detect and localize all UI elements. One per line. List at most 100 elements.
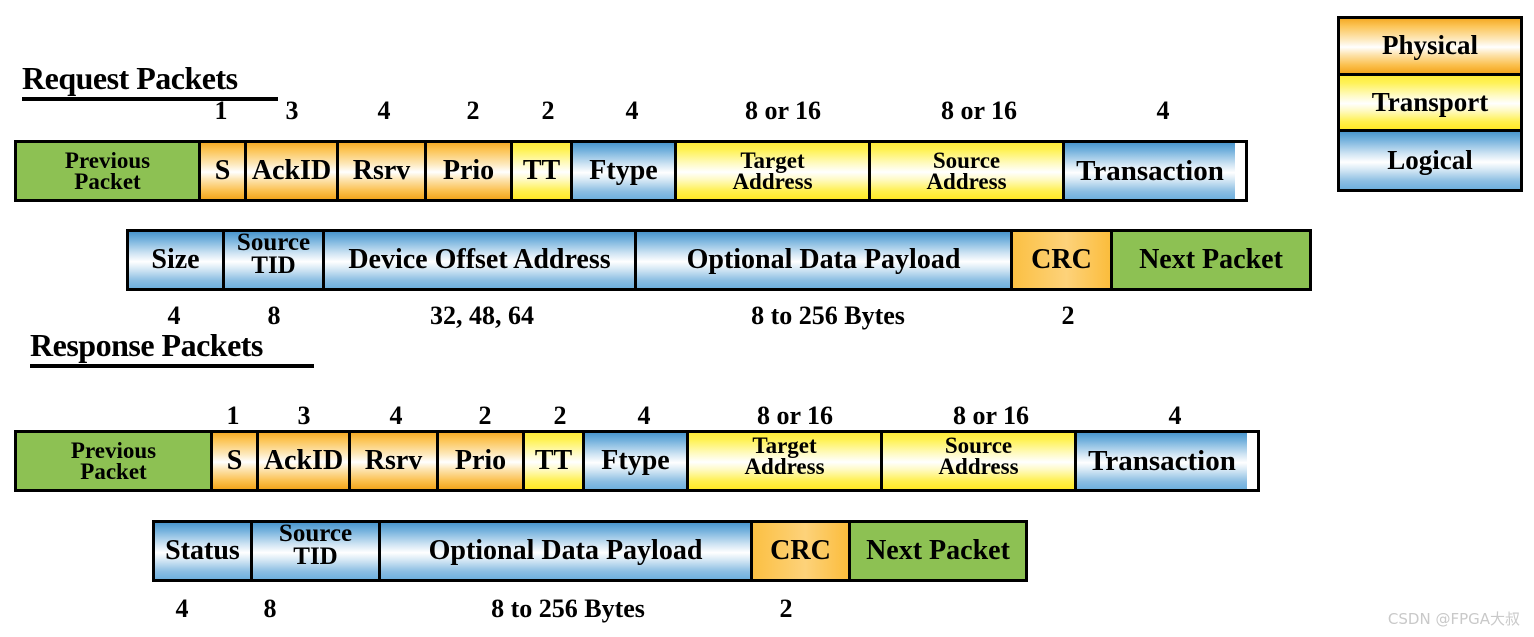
size-label-req1-tt: 2 — [541, 96, 555, 125]
field-label-rsrv: Rsrv — [352, 155, 411, 187]
size-label-req1-s: 1 — [214, 96, 228, 125]
size-label-req2-devoff: 32, 48, 64 — [430, 301, 534, 330]
size-label-resp1-target: 8 or 16 — [756, 401, 834, 430]
size-label-resp1-rsrv: 4 — [389, 401, 403, 430]
field-label-transaction: Transaction — [1076, 154, 1224, 187]
legend-label-logical: Logical — [1387, 145, 1473, 176]
layer-legend: Physical Transport Logical — [1337, 16, 1523, 192]
field-label-next-packet: Next Packet — [1139, 244, 1283, 276]
field-status[interactable]: Status — [155, 523, 253, 579]
legend-item-physical: Physical — [1340, 19, 1520, 76]
field-prio-resp[interactable]: Prio — [439, 433, 525, 489]
field-label-previous-packet: Previous Packet — [64, 147, 151, 194]
field-size[interactable]: Size — [129, 232, 225, 288]
size-label-req2-payload: 8 to 256 Bytes — [751, 301, 905, 330]
field-source-tid-resp[interactable]: Source TID — [253, 520, 381, 579]
field-tt[interactable]: TT — [513, 143, 573, 199]
field-label-status: Status — [165, 535, 240, 567]
field-label-ackid: AckID — [251, 155, 332, 187]
field-transaction-resp[interactable]: Transaction — [1077, 433, 1247, 489]
size-label-req1-target: 8 or 16 — [744, 96, 822, 125]
field-target-address[interactable]: Target Address — [677, 143, 871, 199]
legend-label-physical: Physical — [1381, 30, 1478, 61]
size-label-resp2-status: 4 — [175, 594, 189, 623]
field-source-tid[interactable]: Source TID — [225, 229, 325, 288]
field-next-packet-resp[interactable]: Next Packet — [851, 523, 1025, 579]
field-device-offset-address[interactable]: Device Offset Address — [325, 232, 637, 288]
field-crc[interactable]: CRC — [1013, 232, 1113, 288]
request-packet-row-2: Size Source TID Device Offset Address Op… — [126, 229, 1312, 291]
size-label-resp2-payload: 8 to 256 Bytes — [491, 594, 645, 623]
field-label-tt-resp: TT — [534, 445, 573, 477]
size-label-req2-size: 4 — [167, 301, 181, 330]
field-label-device-offset-address: Device Offset Address — [348, 244, 611, 276]
field-label-optional-data-payload-resp: Optional Data Payload — [428, 535, 703, 567]
size-label-req1-ftype: 4 — [625, 96, 639, 125]
legend-item-logical: Logical — [1340, 132, 1520, 189]
size-label-resp1-transaction: 4 — [1168, 401, 1182, 430]
field-label-source-address: Source Address — [926, 147, 1007, 194]
field-ftype-resp[interactable]: Ftype — [585, 433, 689, 489]
field-source-address-resp[interactable]: Source Address — [883, 433, 1077, 489]
field-transaction[interactable]: Transaction — [1065, 143, 1235, 199]
field-s-resp[interactable]: S — [213, 433, 259, 489]
field-ftype[interactable]: Ftype — [573, 143, 677, 199]
field-prio[interactable]: Prio — [427, 143, 513, 199]
size-label-resp2-srctid: 8 — [263, 594, 277, 623]
field-label-prio-resp: Prio — [454, 445, 507, 477]
field-label-crc-resp: CRC — [770, 535, 831, 567]
field-label-target-address: Target Address — [732, 147, 813, 194]
field-label-prio: Prio — [442, 155, 495, 187]
field-label-rsrv-resp: Rsrv — [364, 445, 423, 477]
field-label-size: Size — [151, 244, 200, 276]
field-label-transaction-resp: Transaction — [1088, 444, 1236, 477]
legend-label-transport: Transport — [1371, 86, 1489, 117]
field-label-source-tid: Source TID — [236, 229, 311, 279]
size-label-resp2-crc: 2 — [779, 594, 793, 623]
field-label-ftype: Ftype — [589, 155, 658, 187]
csdn-watermark: CSDN @FPGA大叔 — [1387, 610, 1520, 628]
field-ackid[interactable]: AckID — [247, 143, 339, 199]
field-label-optional-data-payload: Optional Data Payload — [686, 244, 961, 276]
field-next-packet[interactable]: Next Packet — [1113, 232, 1309, 288]
field-optional-data-payload[interactable]: Optional Data Payload — [637, 232, 1013, 288]
field-label-previous-packet-resp: Previous Packet — [70, 437, 157, 484]
field-rsrv-resp[interactable]: Rsrv — [351, 433, 439, 489]
size-label-resp1-ftype: 4 — [637, 401, 651, 430]
section-title-request: Request Packets — [22, 61, 278, 101]
field-label-tt: TT — [522, 155, 561, 187]
size-label-resp1-prio: 2 — [478, 401, 492, 430]
size-label-req2-crc: 2 — [1061, 301, 1075, 330]
size-label-resp1-tt: 2 — [553, 401, 567, 430]
size-label-resp1-source: 8 or 16 — [952, 401, 1030, 430]
field-label-crc: CRC — [1031, 244, 1092, 276]
field-label-target-address-resp: Target Address — [744, 433, 825, 480]
response-packet-row-1: Previous Packet S AckID Rsrv Prio TT Fty… — [14, 430, 1260, 492]
field-previous-packet[interactable]: Previous Packet — [17, 143, 201, 199]
legend-item-transport: Transport — [1340, 75, 1520, 133]
size-label-resp1-ackid: 3 — [297, 401, 311, 430]
size-label-req1-rsrv: 4 — [377, 96, 391, 125]
field-label-ftype-resp: Ftype — [601, 445, 670, 477]
field-rsrv[interactable]: Rsrv — [339, 143, 427, 199]
field-optional-data-payload-resp[interactable]: Optional Data Payload — [381, 523, 753, 579]
size-label-req1-transaction: 4 — [1156, 96, 1170, 125]
field-label-source-address-resp: Source Address — [938, 433, 1019, 480]
field-previous-packet-resp[interactable]: Previous Packet — [17, 433, 213, 489]
section-title-response: Response Packets — [30, 328, 314, 368]
field-label-next-packet-resp: Next Packet — [866, 535, 1010, 567]
field-crc-resp[interactable]: CRC — [753, 523, 851, 579]
field-label-source-tid-resp: Source TID — [278, 520, 353, 570]
field-s[interactable]: S — [201, 143, 247, 199]
response-packet-row-2: Status Source TID Optional Data Payload … — [152, 520, 1028, 582]
field-label-ackid-resp: AckID — [263, 445, 344, 477]
size-label-req2-srctid: 8 — [267, 301, 281, 330]
field-source-address[interactable]: Source Address — [871, 143, 1065, 199]
field-label-s-resp: S — [226, 445, 243, 477]
field-tt-resp[interactable]: TT — [525, 433, 585, 489]
field-target-address-resp[interactable]: Target Address — [689, 433, 883, 489]
field-ackid-resp[interactable]: AckID — [259, 433, 351, 489]
size-label-req1-prio: 2 — [466, 96, 480, 125]
size-label-req1-source: 8 or 16 — [940, 96, 1018, 125]
request-packet-row-1: Previous Packet S AckID Rsrv Prio TT Fty… — [14, 140, 1248, 202]
